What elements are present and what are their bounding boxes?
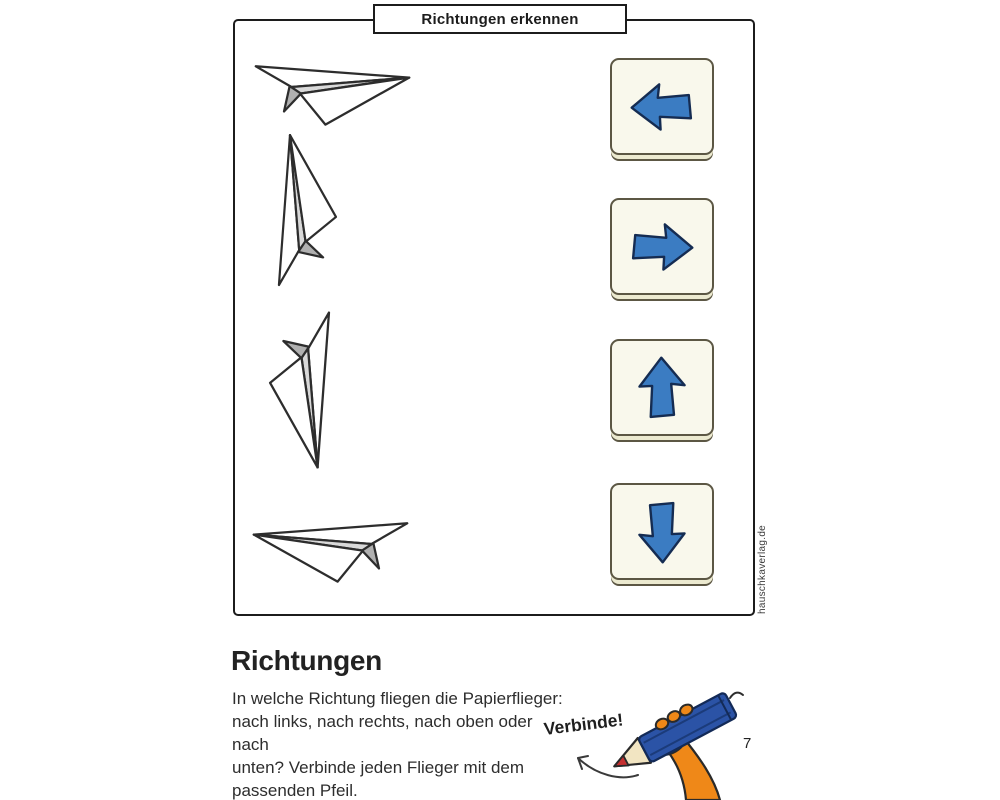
arrow-down-icon xyxy=(638,501,686,563)
squiggle-mark xyxy=(729,691,744,699)
instruction-line: unten? Verbinde jeden Flieger mit dem xyxy=(232,758,525,777)
frame-title: Richtungen erkennen xyxy=(373,4,627,34)
instruction-line: In welche Richtung fliegen die Papierfli… xyxy=(232,689,563,708)
instruction-text: In welche Richtung fliegen die Papierfli… xyxy=(232,687,572,800)
curved-arrow-icon xyxy=(577,755,639,779)
arrow-left-icon xyxy=(630,82,693,131)
pencil-cap-line xyxy=(717,695,732,720)
arrow-left-card xyxy=(610,58,714,155)
page-number: 7 xyxy=(743,735,752,752)
finger xyxy=(654,717,670,731)
instruction-line: nach links, nach rechts, nach oben oder … xyxy=(232,712,533,754)
instruction-line: passenden Pfeil. xyxy=(232,781,358,800)
finger xyxy=(666,710,682,723)
paper-plane-left-icon xyxy=(252,522,409,583)
arrow-up-card xyxy=(610,339,714,436)
pencil-hand-illustration xyxy=(613,691,744,800)
paper-plane-up xyxy=(268,123,346,298)
page-title: Richtungen xyxy=(231,645,382,676)
arrow-right-icon xyxy=(631,222,694,271)
finger xyxy=(679,703,694,717)
paper-plane-up-icon xyxy=(277,133,338,287)
pencil-icon xyxy=(613,692,738,768)
pencil-tip xyxy=(613,754,630,768)
arrow-right-card xyxy=(610,198,714,295)
arrow-up-icon xyxy=(638,356,686,418)
paper-plane-down xyxy=(260,299,341,480)
publisher-url: hauschkaverlag.de xyxy=(757,524,768,614)
paper-plane-down-icon xyxy=(268,311,331,469)
arrow-down-card xyxy=(610,483,714,580)
pencil-stripes xyxy=(643,699,732,757)
paper-plane-left xyxy=(240,512,422,592)
